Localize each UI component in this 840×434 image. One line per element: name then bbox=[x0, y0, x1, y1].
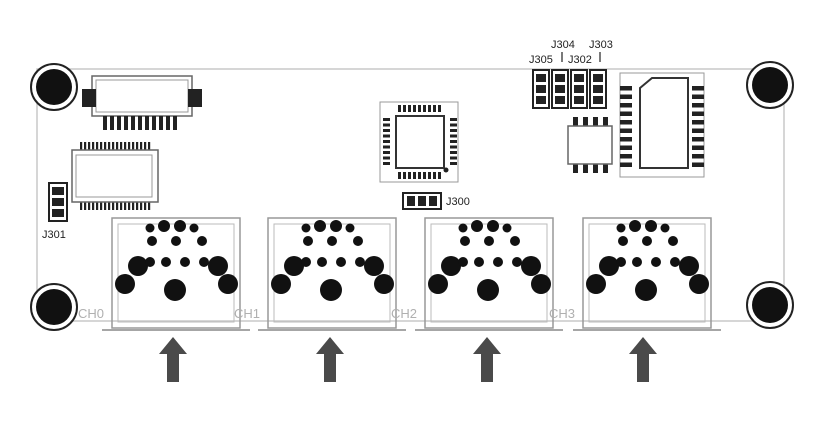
soic8-chip bbox=[567, 117, 613, 173]
mounting-holes bbox=[30, 61, 794, 331]
label-j305: J305 bbox=[529, 54, 553, 66]
label-ch2: CH2 bbox=[391, 306, 417, 321]
jumper-j300 bbox=[402, 192, 442, 210]
arrow-1 bbox=[316, 337, 344, 382]
label-ch1: CH1 bbox=[234, 306, 260, 321]
arrow-2 bbox=[473, 337, 501, 382]
rj-connector-ch0: CH0 bbox=[78, 217, 250, 331]
jumper-group-j302-j305 bbox=[532, 52, 607, 109]
rj-connector-ch1: CH1 bbox=[234, 217, 406, 331]
mounting-hole-top-right bbox=[746, 61, 794, 109]
fpc-connector bbox=[82, 75, 202, 130]
soic-chip-left bbox=[71, 142, 159, 210]
label-j304: J304 bbox=[551, 39, 575, 51]
input-arrows bbox=[159, 337, 657, 382]
label-j301: J301 bbox=[42, 229, 66, 241]
mounting-hole-top-left bbox=[30, 63, 78, 111]
label-j302: J302 bbox=[568, 54, 592, 66]
rj-connector-ch3: CH3 bbox=[549, 217, 721, 331]
mounting-hole-bottom-left bbox=[30, 283, 78, 331]
arrow-3 bbox=[629, 337, 657, 382]
label-ch0: CH0 bbox=[78, 306, 104, 321]
mounting-hole-bottom-right bbox=[746, 281, 794, 329]
jumper-j301 bbox=[48, 182, 68, 222]
label-ch3: CH3 bbox=[549, 306, 575, 321]
label-j300: J300 bbox=[446, 196, 470, 208]
arrow-0 bbox=[159, 337, 187, 382]
rj-connector-ch2: CH2 bbox=[391, 217, 563, 331]
label-j303: J303 bbox=[589, 39, 613, 51]
soic-chip-right bbox=[619, 72, 705, 178]
rj-connectors: CH0 CH1 CH2 CH3 bbox=[78, 217, 721, 331]
qfn-chip bbox=[379, 101, 459, 183]
board-outline bbox=[36, 68, 785, 322]
